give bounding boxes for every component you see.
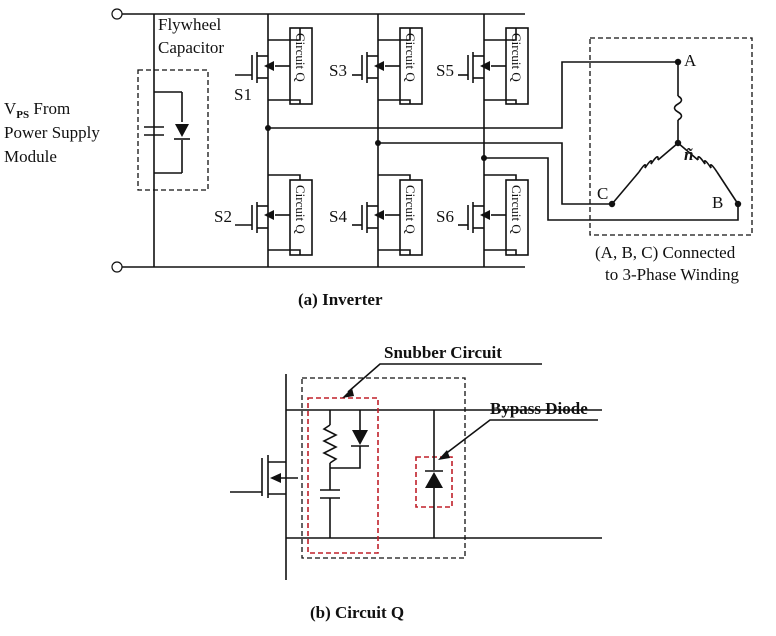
- circuit-q-box: [289, 179, 313, 256]
- circuit-q-diagram: Snubber Circuit Bypass Diode (b) Circuit…: [230, 343, 602, 622]
- phase-leg-2: [352, 14, 423, 267]
- switch-s5-label: S5: [436, 61, 454, 80]
- circuit-q-label: Circuit Q: [293, 185, 308, 234]
- caption-circuit-q: (b) Circuit Q: [310, 603, 404, 622]
- snubber-highlight: [307, 397, 379, 554]
- dc-rails: [111, 8, 525, 273]
- snubber-diode-icon: [352, 430, 368, 445]
- circuit-q-label: Circuit Q: [403, 185, 418, 234]
- power-supply-label: Power Supply: [4, 123, 100, 142]
- snubber-label: Snubber Circuit: [384, 343, 502, 362]
- neutral-label: ñ: [684, 145, 693, 164]
- circuit-q-label: Circuit Q: [509, 33, 524, 82]
- node-c-label: C: [597, 184, 608, 203]
- flywheel-capacitor: [137, 69, 209, 191]
- switch-s3-label: S3: [329, 61, 347, 80]
- switch-s2-label: S2: [214, 207, 232, 226]
- switch-s4-label: S4: [329, 207, 347, 226]
- caption-inverter: (a) Inverter: [298, 290, 383, 309]
- circuit-q-label: Circuit Q: [293, 33, 308, 82]
- switch-s1-label: S1: [234, 85, 252, 104]
- switch-s6-label: S6: [436, 207, 454, 226]
- capacitor-label: Capacitor: [158, 38, 224, 57]
- bypass-label: Bypass Diode: [490, 399, 588, 418]
- inverter-diagram: Flywheel Capacitor VPS From Power Supply…: [4, 8, 753, 309]
- phase-leg-1: [235, 14, 313, 267]
- flywheel-diode-icon: [175, 124, 189, 137]
- circuit-q-box: [399, 179, 423, 256]
- winding-label-line1: (A, B, C) Connected: [595, 243, 736, 262]
- resistor-icon: [322, 424, 338, 464]
- winding-label-line2: to 3-Phase Winding: [605, 265, 740, 284]
- circuit-q-label: Circuit Q: [509, 185, 524, 234]
- node-b-label: B: [712, 193, 723, 212]
- circuit-q-box: [505, 179, 529, 256]
- node-a-label: A: [684, 51, 697, 70]
- circuit-q-label: Circuit Q: [403, 33, 418, 82]
- module-label: Module: [4, 147, 57, 166]
- phase-output-wires: [268, 61, 739, 221]
- bypass-diode-icon: [425, 472, 443, 488]
- phase-leg-3: [458, 14, 529, 267]
- vps-label: VPS From: [4, 99, 70, 121]
- flywheel-label: Flywheel: [158, 15, 222, 34]
- three-phase-winding: [589, 37, 753, 236]
